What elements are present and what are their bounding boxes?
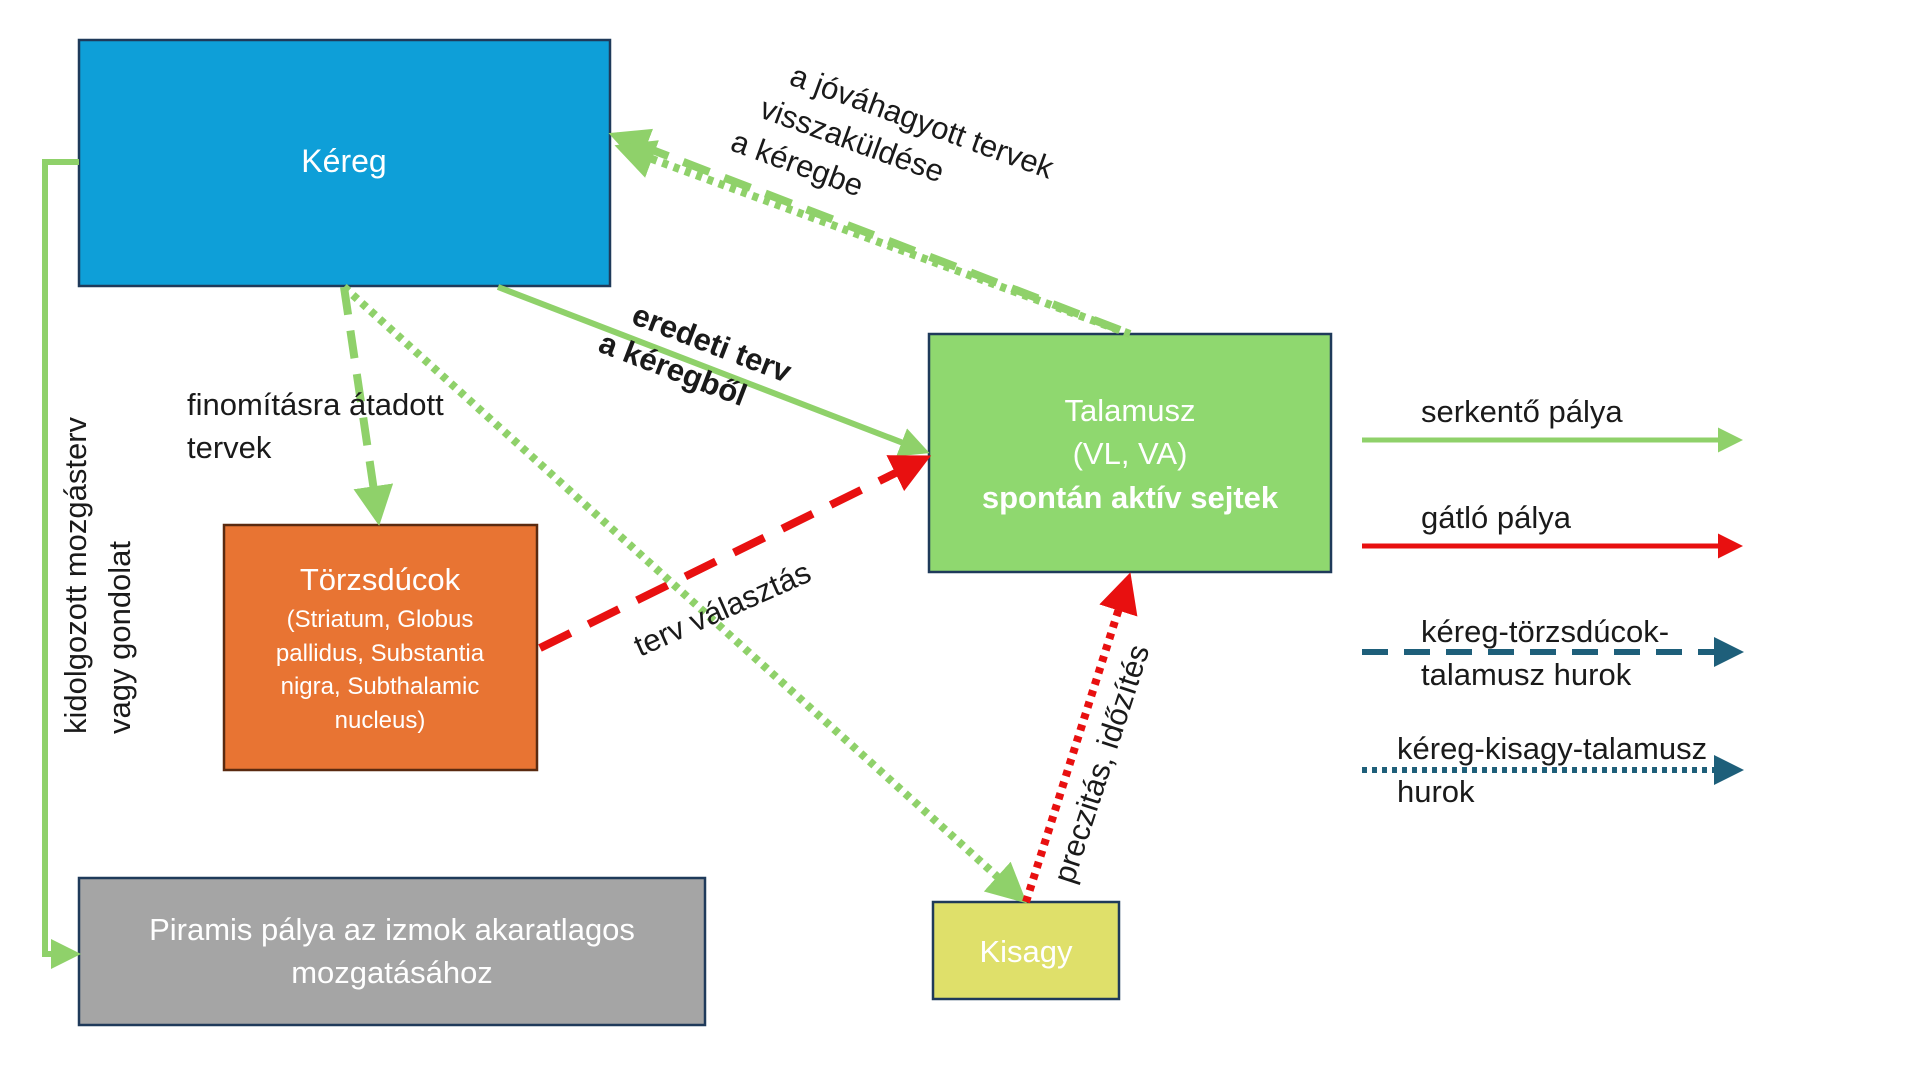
basal-ganglia-line2: pallidus, Substantia: [276, 640, 485, 667]
original-plan-arrow: [496, 284, 930, 457]
basal-ganglia-line1: (Striatum, Globus: [287, 606, 474, 633]
refined-plans-arrow: [340, 286, 394, 526]
cortex-box: Kéreg: [77, 38, 612, 288]
left-path-label: kidolgozott mozgásterv vagy gondolat: [58, 416, 137, 734]
precision-timing-arrow: [1022, 572, 1138, 904]
left-path-label-line2: vagy gondolat: [102, 541, 137, 734]
cerebellum-label: Kisagy: [979, 934, 1073, 969]
refined-plans-label: finomításra átadott tervek: [187, 387, 444, 465]
legend-inhibitory: gátló pálya: [1362, 500, 1743, 559]
basal-ganglia-to-thalamus-arrow: [538, 455, 932, 652]
legend-bg-loop-line2: talamusz hurok: [1421, 657, 1632, 692]
legend-bg-loop-line1: kéreg-törzsdúcok-: [1421, 614, 1669, 649]
pyramidal-label-line2: mozgatásához: [291, 955, 493, 990]
pyramidal-box: Piramis pálya az izmok akaratlagos mozga…: [77, 876, 707, 1027]
basal-ganglia-box: Törzsdúcok (Striatum, Globus pallidus, S…: [222, 523, 539, 772]
legend-excitatory: serkentő pálya: [1362, 394, 1743, 453]
approved-plans-label: a jóváhagyott tervek visszaküldése a kér…: [727, 58, 1059, 204]
basal-ganglia-title: Törzsdúcok: [300, 562, 461, 597]
legend-inhibitory-label: gátló pálya: [1421, 500, 1572, 535]
legend-excitatory-label: serkentő pálya: [1421, 394, 1623, 429]
refined-label-line2: tervek: [187, 430, 272, 465]
legend-bg-loop: kéreg-törzsdúcok- talamusz hurok: [1362, 614, 1744, 692]
legend-cb-loop-line1: kéreg-kisagy-talamusz: [1397, 731, 1707, 766]
left-path-arrow: [42, 159, 81, 969]
legend-cb-loop-line2: hurok: [1397, 774, 1475, 809]
thalamus-label-line3: spontán aktív sejtek: [982, 480, 1279, 515]
thalamus-box: Talamusz (VL, VA) spontán aktív sejtek: [927, 332, 1333, 574]
cortex-label: Kéreg: [301, 143, 386, 179]
basal-ganglia-line4: nucleus): [335, 707, 426, 734]
cerebellum-box: Kisagy: [931, 900, 1121, 1001]
pyramidal-label-line1: Piramis pálya az izmok akaratlagos: [149, 912, 635, 947]
basal-ganglia-line3: nigra, Subthalamic: [281, 673, 480, 700]
plan-selection-arrow: [341, 284, 1027, 904]
legend-cb-loop: kéreg-kisagy-talamusz hurok: [1362, 731, 1744, 809]
precision-timing-label: preczitás, időzítés: [1046, 640, 1156, 887]
thalamus-label-line1: Talamusz: [1065, 393, 1196, 428]
original-plan-label: eredeti terv a kéregből: [594, 297, 797, 413]
legend: serkentő pálya gátló pálya kéreg-törzsdú…: [1362, 394, 1744, 809]
thalamus-label-line2: (VL, VA): [1073, 436, 1188, 471]
left-path-label-line1: kidolgozott mozgásterv: [58, 416, 93, 734]
refined-label-line1: finomításra átadott: [187, 387, 444, 422]
